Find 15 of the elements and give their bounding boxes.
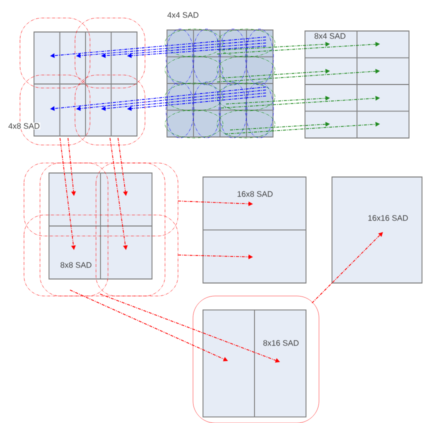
grid-label: 16x8 SAD <box>238 191 273 197</box>
sad-grid <box>48 172 152 280</box>
grid-label: 8x16 SAD <box>263 340 299 346</box>
sad-grid <box>202 310 306 418</box>
arrow <box>70 290 228 362</box>
arrow <box>312 232 383 304</box>
sad-grid <box>202 176 306 284</box>
grid-label: 4x4 SAD <box>167 12 198 18</box>
grid-label: 8x4 SAD <box>314 33 346 39</box>
grid-label: 16x16 SAD <box>368 215 408 221</box>
grid-label: 4x8 SAD <box>8 122 40 130</box>
sad-grid <box>304 30 410 138</box>
sad-grid <box>332 176 422 284</box>
grid-label: 8x8 SAD <box>60 262 92 268</box>
arrow <box>100 294 280 363</box>
